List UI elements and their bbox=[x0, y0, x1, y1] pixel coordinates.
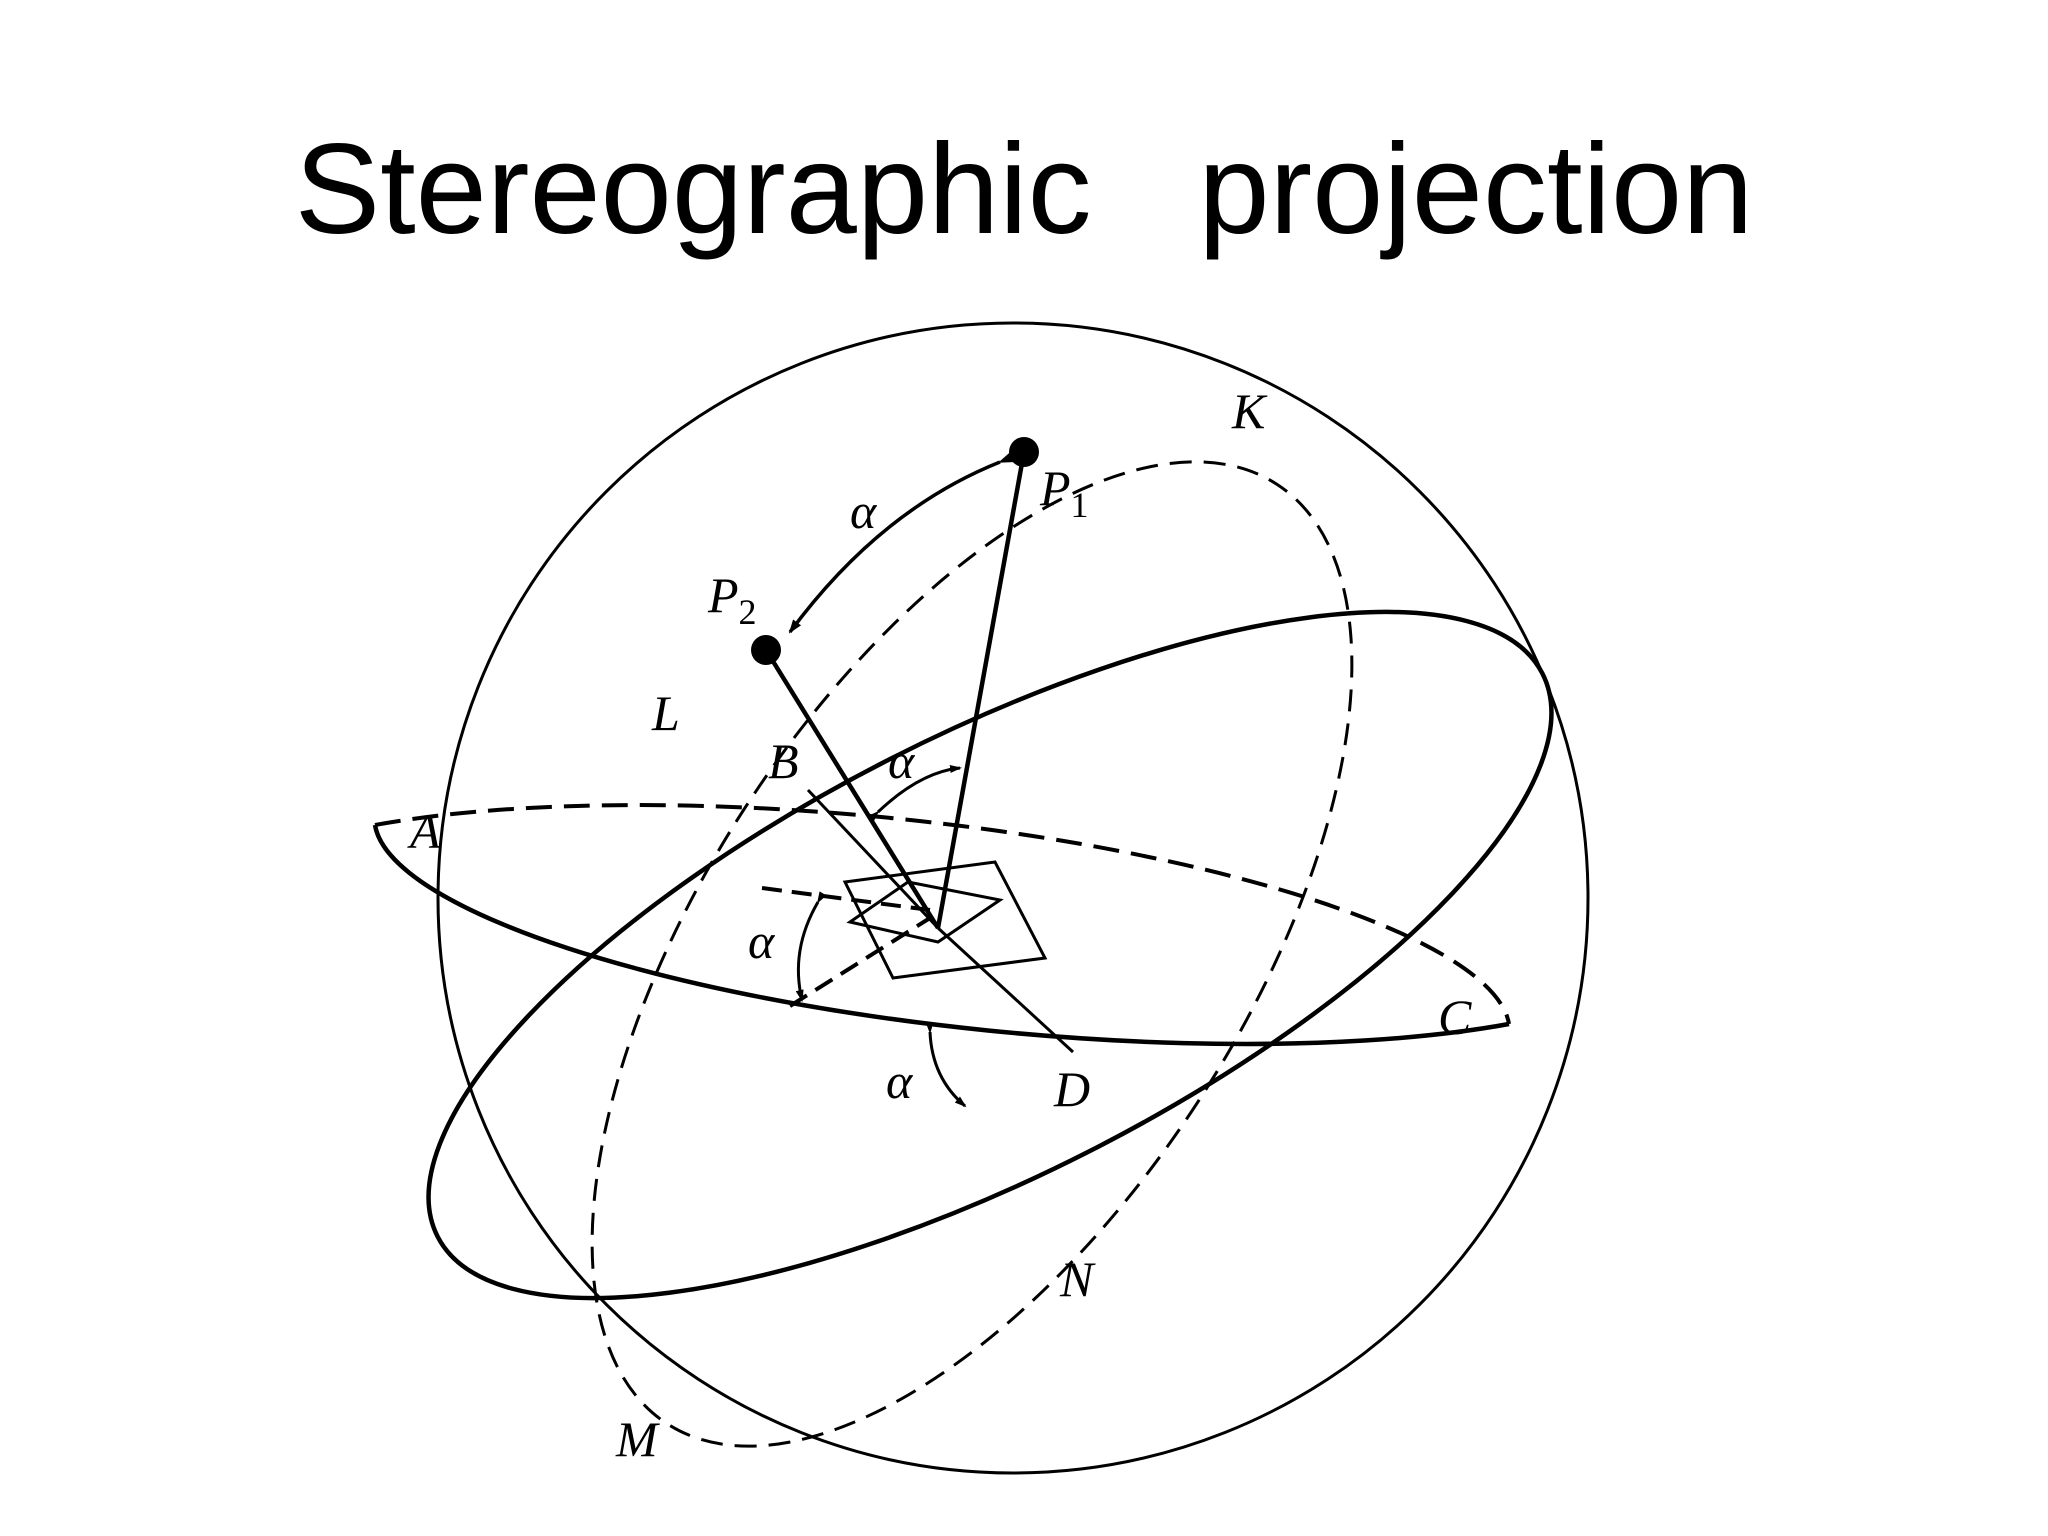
angle-label-upper: α bbox=[888, 733, 916, 789]
angle-arc-upper bbox=[867, 765, 962, 822]
label-D: D bbox=[1053, 1061, 1090, 1117]
trace-line-D bbox=[936, 926, 1075, 1054]
great-circle-ABCD-back bbox=[374, 803, 1511, 1025]
reference-sphere bbox=[436, 321, 1590, 1475]
angle-label-top: α bbox=[850, 483, 878, 539]
slide-title: Stereographic projection bbox=[294, 118, 1754, 261]
pole-P1-dot bbox=[1009, 437, 1039, 467]
label-K: K bbox=[1231, 383, 1268, 439]
normal-to-P2 bbox=[764, 648, 940, 930]
pole-P2-dot bbox=[751, 635, 781, 665]
label-A: A bbox=[407, 803, 441, 859]
inclined-great-circle bbox=[426, 609, 1554, 1301]
pole-P2-label: P2 bbox=[707, 567, 757, 632]
angle-arc-lower bbox=[925, 1021, 967, 1108]
trace-line-lower-dashed bbox=[788, 916, 932, 1008]
label-B: B bbox=[768, 733, 799, 789]
label-M: M bbox=[615, 1411, 660, 1467]
great-circle-KLMN bbox=[590, 460, 1354, 1448]
label-N: N bbox=[1059, 1251, 1096, 1307]
angle-arc-P1-P2 bbox=[788, 452, 1013, 634]
angle-label-lower: α bbox=[886, 1053, 914, 1109]
angle-label-left: α bbox=[748, 913, 776, 969]
label-L: L bbox=[651, 685, 680, 741]
great-circle-ABCD-front bbox=[372, 824, 1510, 1047]
crystal-plane-inner bbox=[846, 880, 1004, 944]
trace-line-B bbox=[806, 788, 940, 930]
normal-to-P1 bbox=[935, 451, 1027, 929]
pole-P1-label: P1 bbox=[1039, 460, 1089, 525]
label-C: C bbox=[1438, 989, 1472, 1045]
angle-arc-left bbox=[795, 891, 827, 1002]
